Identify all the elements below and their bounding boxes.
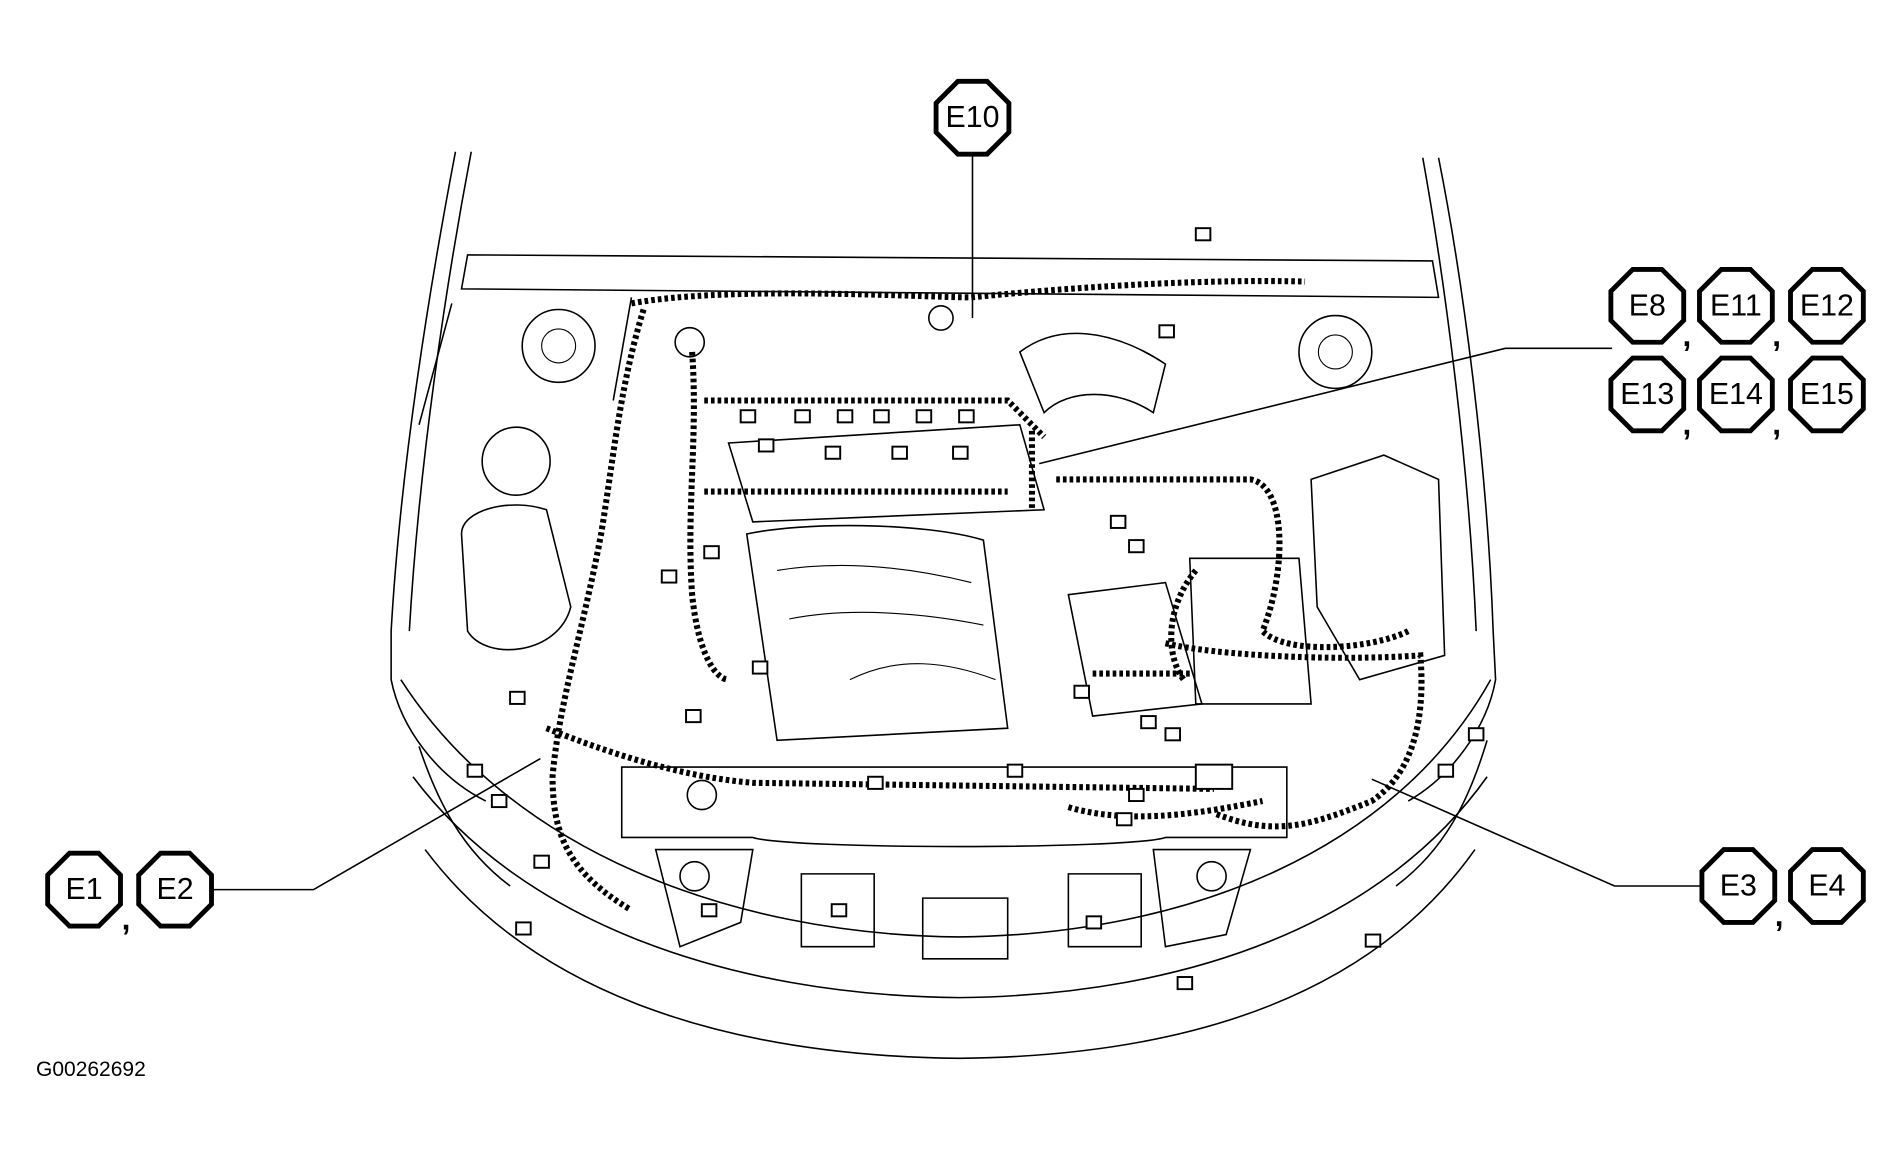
separator-comma: , — [122, 901, 131, 937]
connector-label-e12: E12 — [1788, 267, 1866, 345]
vehicle-body-outline — [390, 151, 1497, 1060]
separator-comma: , — [1772, 317, 1781, 353]
separator-comma: , — [1682, 317, 1691, 353]
connector-label-e10: E10 — [933, 78, 1012, 157]
separator-comma: , — [1775, 897, 1784, 933]
connector-label-e11: E11 — [1697, 267, 1775, 345]
connector-label-e4: E4 — [1788, 847, 1866, 925]
connector-label-e2: E2 — [136, 850, 214, 929]
svg-text:E13: E13 — [1620, 378, 1674, 411]
svg-text:E1: E1 — [66, 873, 103, 906]
connector-label-e15: E15 — [1788, 355, 1866, 434]
connector-label-e1: E1 — [45, 850, 123, 929]
separator-comma: , — [1682, 405, 1691, 441]
svg-text:E3: E3 — [1720, 869, 1757, 902]
connector-label-e3: E3 — [1699, 847, 1778, 925]
svg-text:E2: E2 — [157, 873, 194, 906]
wire-harness — [545, 278, 1425, 913]
leader-lines — [211, 154, 1702, 891]
svg-text:E14: E14 — [1709, 378, 1763, 411]
figure-id: G00262692 — [36, 1058, 146, 1081]
svg-text:E15: E15 — [1800, 378, 1854, 411]
svg-text:E11: E11 — [1710, 289, 1762, 322]
connector-label-e14: E14 — [1697, 355, 1775, 434]
svg-text:E10: E10 — [946, 101, 1000, 134]
separator-comma: , — [1772, 405, 1781, 441]
svg-text:E4: E4 — [1808, 869, 1845, 902]
connectors — [466, 227, 1485, 991]
connector-label-e13: E13 — [1608, 355, 1687, 434]
connector-label-e8: E8 — [1608, 267, 1687, 345]
svg-text:E8: E8 — [1629, 289, 1666, 322]
svg-text:E12: E12 — [1800, 289, 1854, 322]
